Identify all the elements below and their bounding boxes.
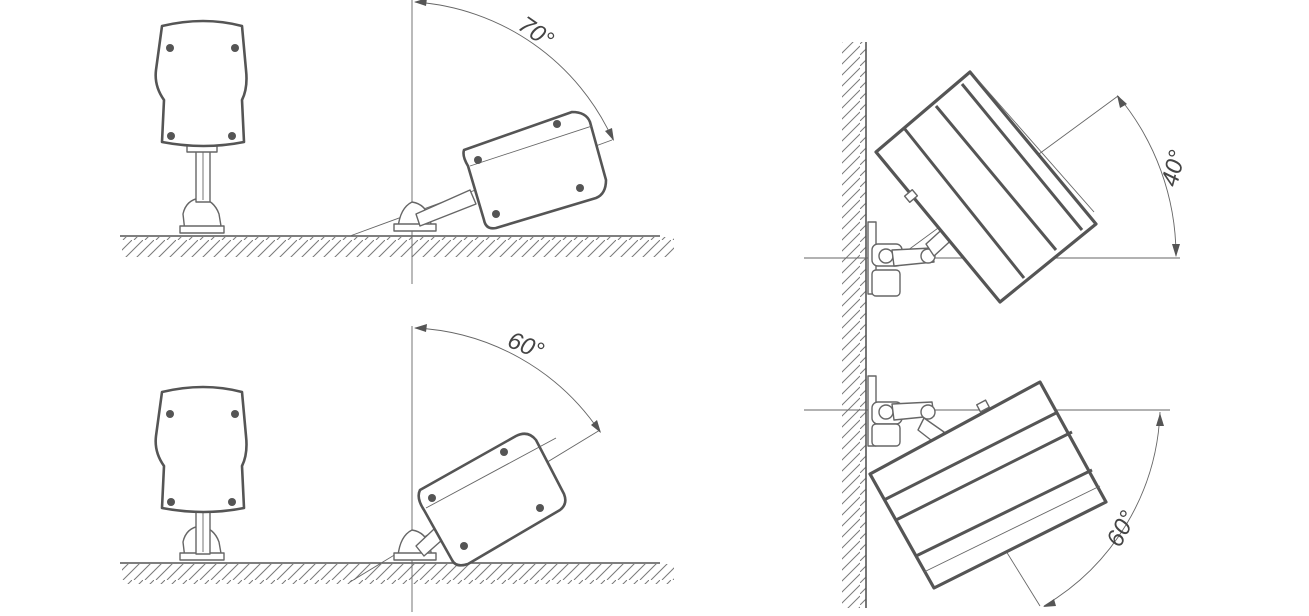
arc-arrowhead-icon: [1156, 413, 1164, 426]
angle-label: 60°: [1101, 506, 1142, 551]
speaker-front-view: [154, 19, 248, 234]
arc-arrowhead-icon: [1043, 599, 1056, 607]
wall-tilt-down-figure: 60°: [804, 375, 1170, 607]
floor-surface: [120, 235, 674, 257]
speaker-front-view: [154, 385, 248, 561]
angle-arc: [1117, 95, 1177, 257]
angle-label: 70°: [513, 11, 559, 54]
angle-label: 60°: [504, 327, 548, 366]
floor-tilt-down-figure: 60°: [120, 324, 674, 612]
angle-arc: [1043, 411, 1161, 607]
speaker-tilted-view: [393, 110, 608, 232]
speaker-tilted-view: [868, 380, 1108, 590]
arc-arrowhead-icon: [1172, 244, 1180, 257]
speaker-tilted-view: [393, 432, 567, 567]
angle-label: 40°: [1156, 147, 1192, 189]
angle-arc: [414, 327, 601, 433]
arc-arrowhead-icon: [1117, 95, 1127, 108]
arc-arrowhead-icon: [605, 128, 614, 141]
speaker-tilted-view: [874, 70, 1098, 304]
arc-arrowhead-icon: [414, 0, 427, 6]
arc-arrowhead-icon: [591, 420, 601, 433]
wall-surface: [842, 42, 867, 608]
angle-arc: [414, 1, 614, 141]
floor-tilt-up-figure: 70°: [120, 0, 674, 284]
arc-arrowhead-icon: [414, 324, 427, 332]
wall-tilt-up-figure: 40°: [804, 42, 1192, 608]
floor-surface: [120, 562, 674, 584]
wall-bracket: [867, 375, 945, 447]
